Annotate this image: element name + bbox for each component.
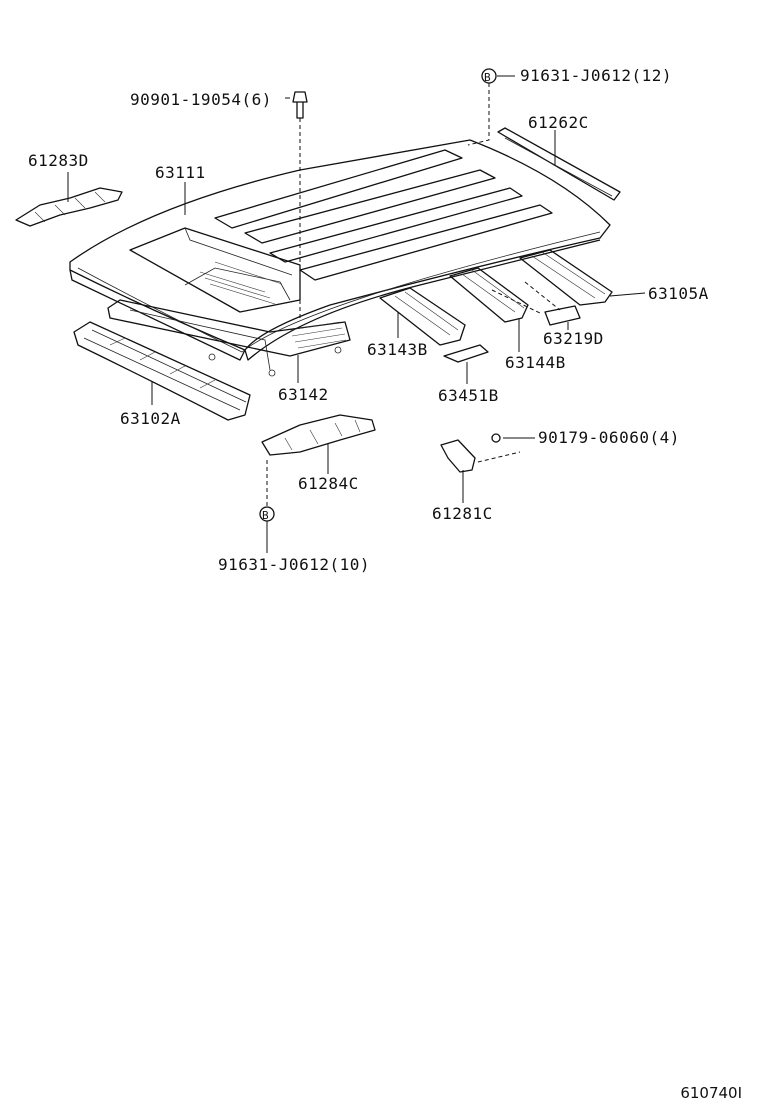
rail-right-drawing bbox=[497, 127, 621, 201]
svg-text:B: B bbox=[262, 509, 269, 522]
roof-panel-drawing bbox=[69, 139, 611, 361]
label-bracket-center: 61284C bbox=[298, 474, 359, 493]
label-bow-mid: 63143B bbox=[367, 340, 428, 359]
bracket-small-drawing bbox=[440, 439, 476, 473]
part-labels: 90901-19054(6) 91631-J0612(12) 61262C 61… bbox=[28, 66, 709, 574]
clip-bottom-marker: B bbox=[259, 506, 275, 522]
label-rail-right: 61262C bbox=[528, 113, 589, 132]
label-rear-bow: 63105A bbox=[648, 284, 709, 303]
bracket-center-drawing bbox=[261, 414, 376, 456]
nut-drawing bbox=[491, 433, 501, 443]
label-header: 63102A bbox=[120, 409, 181, 428]
label-pad: 63219D bbox=[543, 329, 604, 348]
rear-bow-drawing bbox=[519, 249, 613, 306]
bow-mid-drawing bbox=[379, 287, 466, 346]
header-drawing bbox=[73, 321, 251, 421]
label-bracket-left: 61283D bbox=[28, 151, 89, 170]
pad-drawing bbox=[544, 305, 581, 326]
label-bow-rear: 63144B bbox=[505, 353, 566, 372]
leader-lines bbox=[67, 75, 646, 553]
label-roof-panel: 63111 bbox=[155, 163, 206, 182]
label-bracket-small: 61281C bbox=[432, 504, 493, 523]
front-bow-drawing bbox=[107, 299, 351, 377]
svg-text:B: B bbox=[484, 71, 491, 84]
label-nut: 90179-06060(4) bbox=[538, 428, 680, 447]
label-bolt: 90901-19054(6) bbox=[130, 90, 272, 109]
plate-drawing bbox=[443, 344, 489, 363]
bolt-drawing bbox=[292, 91, 308, 119]
label-front-bow: 63142 bbox=[278, 385, 329, 404]
label-clip-bottom: 91631-J0612(10) bbox=[218, 555, 370, 574]
bracket-left-drawing bbox=[15, 187, 123, 227]
bow-rear-drawing bbox=[449, 267, 529, 323]
clip-top-marker: B bbox=[481, 68, 497, 84]
figure-id: 610740I bbox=[680, 1084, 742, 1102]
label-clip-top: 91631-J0612(12) bbox=[520, 66, 672, 85]
label-plate: 63451B bbox=[438, 386, 499, 405]
